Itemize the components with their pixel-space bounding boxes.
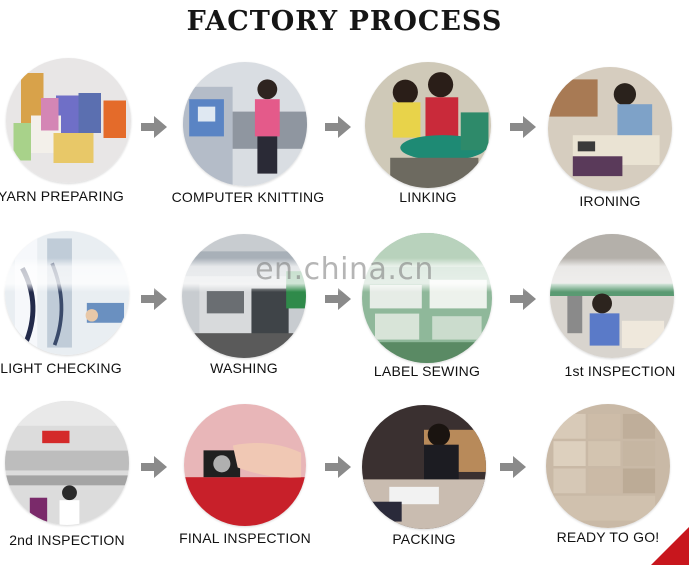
ironing-photo bbox=[548, 67, 672, 191]
arrow-right-icon bbox=[141, 456, 167, 478]
step-label-final-inspection: FINAL INSPECTION bbox=[160, 530, 330, 546]
second-inspection-photo bbox=[5, 401, 129, 525]
arrow-right-icon bbox=[325, 116, 351, 138]
arrow-right-icon bbox=[141, 116, 167, 138]
packing-photo bbox=[362, 405, 486, 529]
step-label-linking: LINKING bbox=[343, 189, 513, 205]
light-checking-photo bbox=[5, 231, 129, 355]
arrow-right-icon bbox=[325, 456, 351, 478]
yarn-preparing-photo bbox=[6, 58, 131, 183]
page-title: FACTORY PROCESS bbox=[0, 6, 689, 37]
watermark-text: en.china.cn bbox=[0, 252, 689, 287]
step-label-yarn-preparing: YARN PREPARING bbox=[0, 188, 146, 204]
computer-knitting-photo bbox=[183, 62, 307, 186]
step-label-ironing: IRONING bbox=[525, 193, 689, 209]
corner-accent bbox=[651, 527, 689, 565]
linking-photo bbox=[365, 62, 491, 188]
step-label-computer-knitting: COMPUTER KNITTING bbox=[163, 189, 333, 205]
step-label-packing: PACKING bbox=[339, 531, 509, 547]
step-label-washing: WASHING bbox=[159, 360, 329, 376]
ready-to-go-photo bbox=[546, 404, 670, 528]
final-inspection-photo bbox=[184, 404, 306, 526]
arrow-right-icon bbox=[510, 116, 536, 138]
step-label-1st-inspection: 1st INSPECTION bbox=[535, 363, 689, 379]
step-label-label-sewing: LABEL SEWING bbox=[342, 363, 512, 379]
step-label-light-checking: LIGHT CHECKING bbox=[0, 360, 146, 376]
arrow-right-icon bbox=[500, 456, 526, 478]
step-label-2nd-inspection: 2nd INSPECTION bbox=[0, 532, 152, 548]
